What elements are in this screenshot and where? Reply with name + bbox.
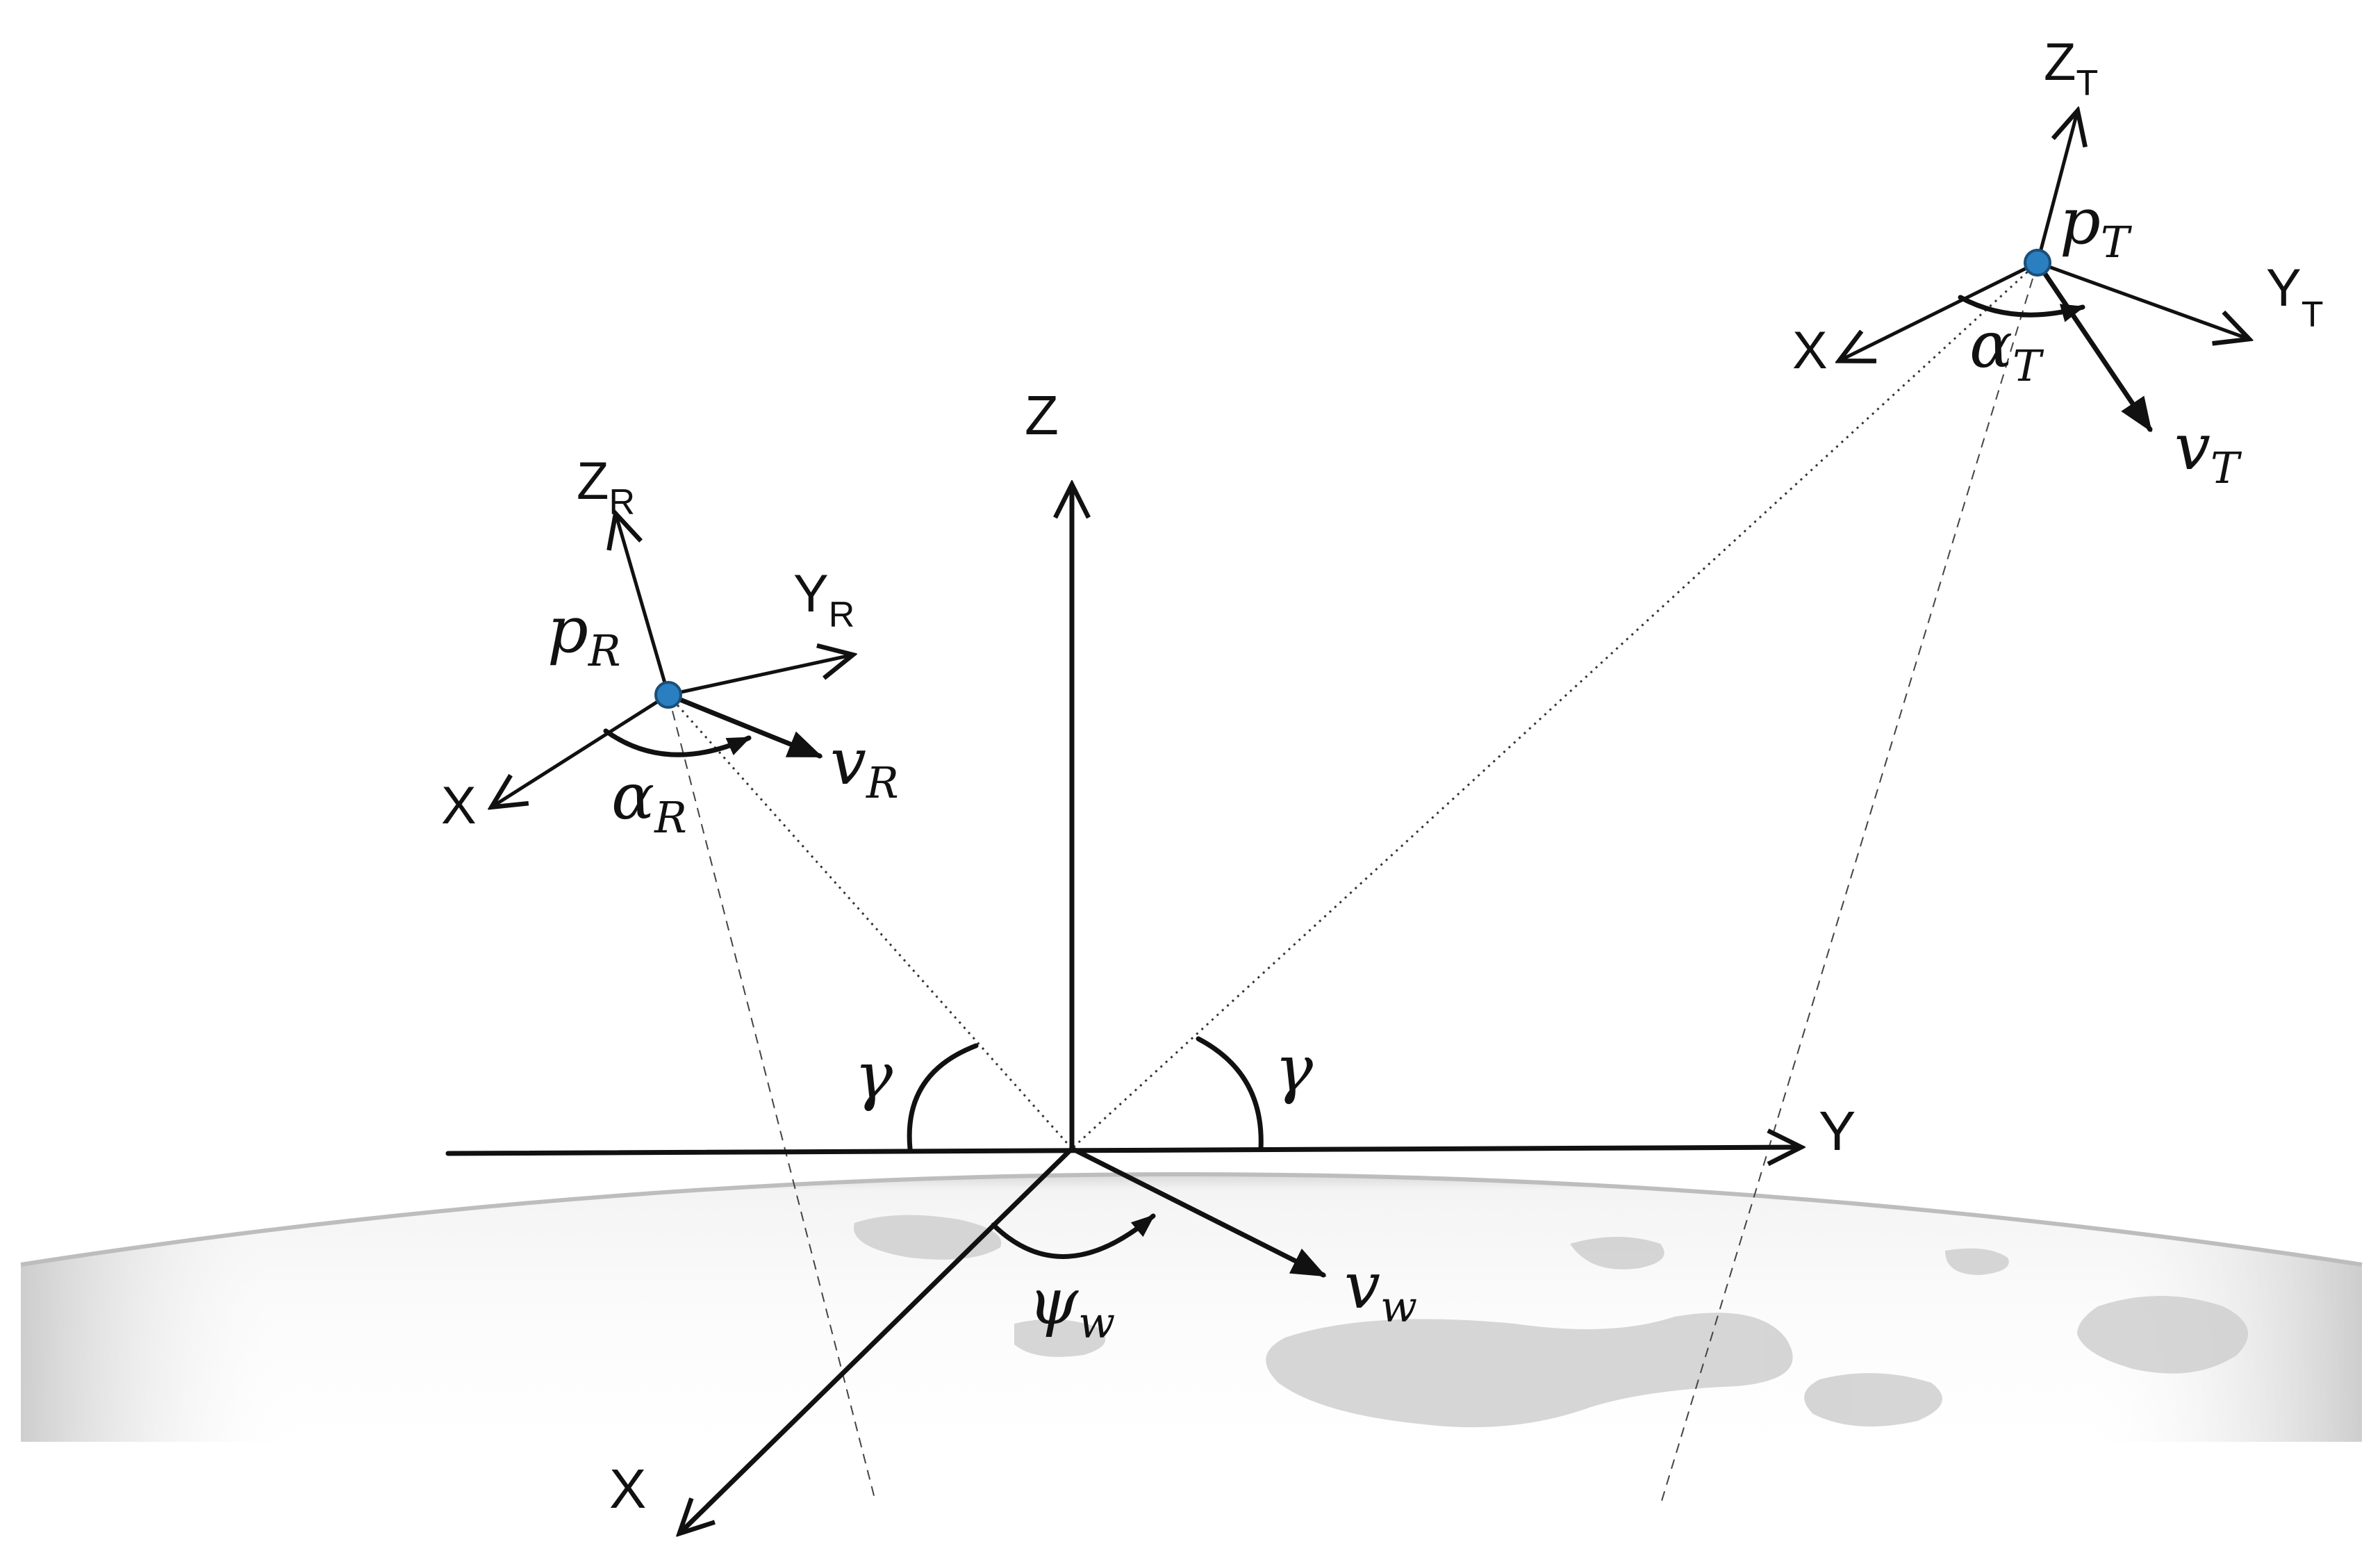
receiver-y-symbol: Y xyxy=(793,564,829,623)
transmitter-line-of-sight xyxy=(1071,261,2039,1150)
transmitter-x-axis xyxy=(1841,261,2040,360)
world-frame xyxy=(445,486,1799,1532)
receiver-z-symbol: Z xyxy=(577,452,609,511)
wind-angle-subscript: w xyxy=(1078,1297,1115,1348)
receiver-velocity-arrow xyxy=(666,692,823,759)
transmitter-y-subscript: T xyxy=(2302,295,2324,335)
earth-surface xyxy=(20,1172,2363,1442)
transmitter-y-symbol: Y xyxy=(2266,258,2302,318)
transmitter-z-label: ZT xyxy=(2044,33,2098,104)
landmass-3 xyxy=(1266,1313,1793,1428)
earth-rim xyxy=(20,1172,2363,1267)
transmitter-position-subscript: T xyxy=(2101,217,2133,268)
receiver-velocity-subscript: R xyxy=(866,757,899,808)
receiver-velocity-symbol: v xyxy=(830,725,866,799)
wind-velocity-label: vw xyxy=(1344,1249,1417,1332)
transmitter-heading-label: αT xyxy=(1969,308,2044,391)
transmitter-x-label: X xyxy=(1792,321,1828,380)
receiver-position-label: pR xyxy=(547,593,621,676)
world-x-axis xyxy=(681,1146,1075,1532)
landmass-6 xyxy=(2077,1296,2248,1374)
wind-velocity-arrow xyxy=(1069,1146,1327,1278)
elevation-angle-label-left: γ xyxy=(854,1039,893,1113)
transmitter-velocity-arrow xyxy=(2035,260,2153,433)
transmitter-heading-arc xyxy=(1958,295,2085,322)
wind-velocity-symbol: v xyxy=(1344,1249,1380,1323)
transmitter-position-label: pT xyxy=(2060,184,2133,268)
receiver-y-axis xyxy=(666,655,851,697)
elevation-angle-label-right: γ xyxy=(1275,1032,1314,1106)
transmitter-position-symbol: p xyxy=(2060,184,2101,258)
transmitter-velocity-symbol: v xyxy=(2174,410,2210,484)
receiver-position-subscript: R xyxy=(588,625,621,676)
world-y-axis xyxy=(445,1147,1799,1153)
receiver-x-axis xyxy=(493,693,670,806)
transmitter-heading-symbol: α xyxy=(1969,308,2013,382)
transmitter-y-axis xyxy=(2035,261,2247,338)
transmitter-y-label: YT xyxy=(2266,258,2323,335)
receiver-z-label: ZR xyxy=(577,452,635,523)
receiver-heading-symbol: α xyxy=(611,759,654,834)
wind-velocity-subscript: w xyxy=(1380,1281,1417,1332)
receiver-frame xyxy=(493,516,851,806)
receiver-heading-label: αR xyxy=(611,759,687,843)
wind-angle-symbol: ψ xyxy=(1028,1265,1079,1339)
world-y-label: Y xyxy=(1819,1100,1856,1162)
transmitter-position-marker xyxy=(2024,249,2051,277)
transmitter-heading-subscript: T xyxy=(2013,340,2044,391)
landmass-5 xyxy=(1945,1248,2009,1275)
transmitter-z-subscript: T xyxy=(2076,63,2098,104)
receiver-heading-arc xyxy=(603,728,752,757)
landmass-4 xyxy=(1570,1237,1664,1269)
transmitter-velocity-label: vT xyxy=(2174,410,2242,493)
receiver-z-axis xyxy=(616,516,670,697)
elevation-angle-arc-left xyxy=(907,1043,979,1151)
transmitter-z-axis xyxy=(2035,113,2077,265)
receiver-z-subscript: R xyxy=(609,482,635,523)
receiver-y-label: YR xyxy=(793,564,854,635)
receiver-position-symbol: p xyxy=(547,593,588,667)
receiver-heading-subscript: R xyxy=(654,792,687,843)
transmitter-frame xyxy=(1841,113,2247,433)
earth-edge-shade xyxy=(21,1174,2362,1442)
transmitter-z-symbol: Z xyxy=(2044,33,2076,92)
wind-angle-label: ψw xyxy=(1028,1265,1115,1348)
wind-angle-arc xyxy=(991,1213,1156,1259)
transmitter-velocity-subscript: T xyxy=(2210,443,2242,493)
receiver-x-label: X xyxy=(441,776,477,835)
landmass-2 xyxy=(1014,1319,1106,1357)
receiver-ground-projection xyxy=(668,694,876,1502)
receiver-velocity-label: vR xyxy=(830,725,899,808)
world-z-label: Z xyxy=(1025,384,1059,446)
landmass-1 xyxy=(854,1215,1002,1260)
receiver-position-marker xyxy=(654,681,682,709)
receiver-y-subscript: R xyxy=(829,595,855,635)
landmass-7 xyxy=(1804,1373,1942,1427)
world-x-label: X xyxy=(609,1458,646,1520)
elevation-angle-arc-right xyxy=(1196,1036,1264,1151)
continent-shapes xyxy=(854,1215,2248,1428)
